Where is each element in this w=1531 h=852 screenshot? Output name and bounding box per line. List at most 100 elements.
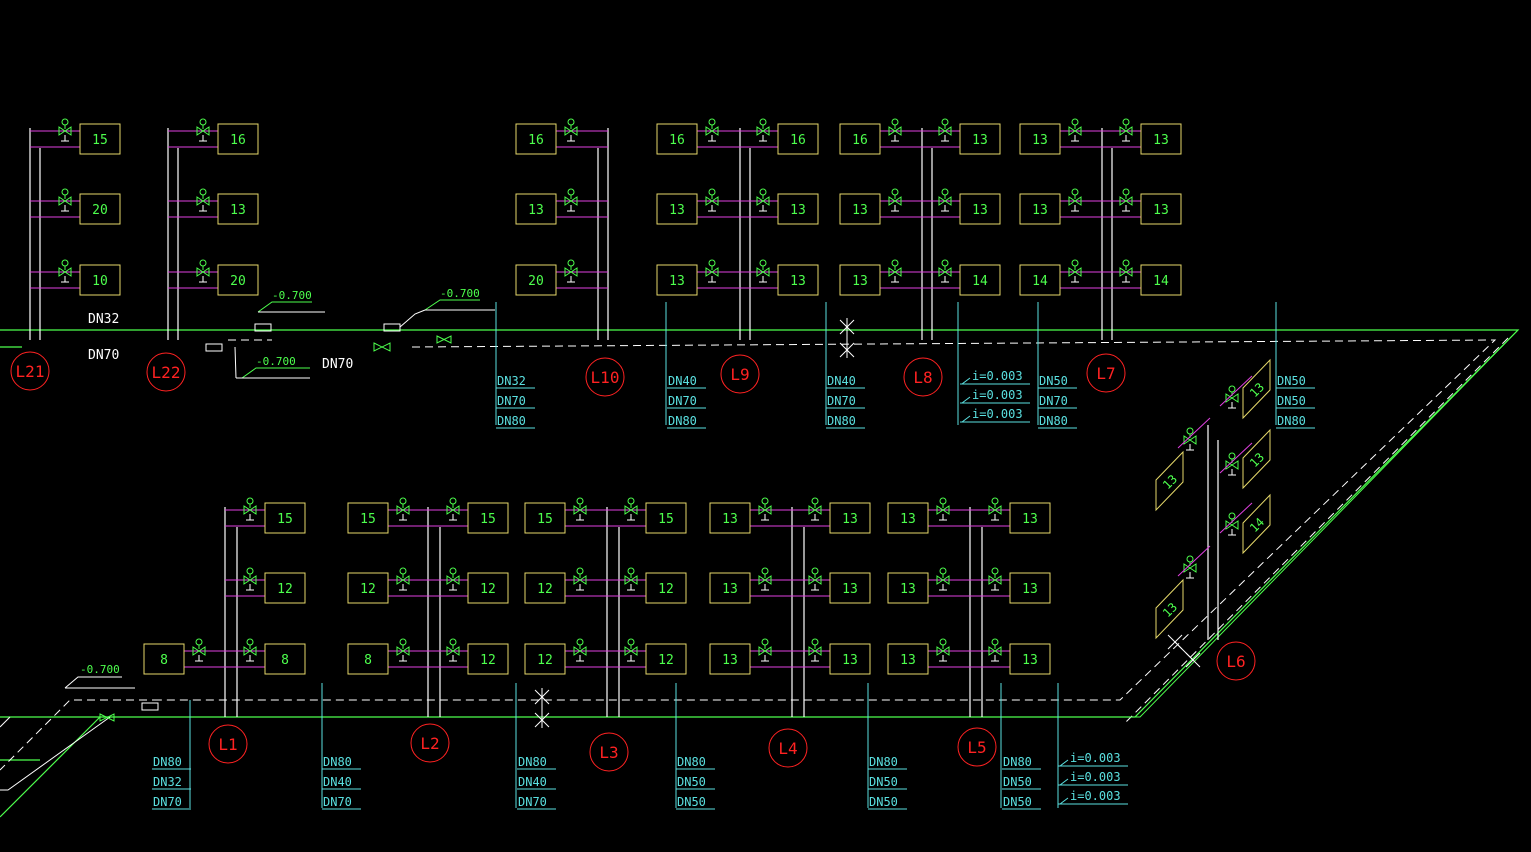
radiator-bottom: 13: [709, 643, 751, 675]
radiator-section-count: 12: [658, 653, 674, 668]
elevation-label-4: -0.700: [80, 663, 120, 676]
radiator-valve: [938, 188, 952, 212]
pipe-size-text: DN50: [1003, 775, 1032, 789]
loop-label-text: L6: [1226, 652, 1245, 671]
pipe-size-text: DN40: [827, 374, 856, 388]
radiator-valve: [192, 638, 206, 662]
radiator-top: 16: [217, 123, 259, 155]
loop-label-text: L1: [218, 735, 237, 754]
slope-annotation: i=0.003: [960, 369, 1030, 385]
radiator-body: [143, 643, 185, 675]
radiator-section-count: 16: [669, 133, 685, 148]
slope-annotation: i=0.003: [960, 388, 1030, 404]
risers-layer: [29, 128, 1219, 717]
radiator-bottom: 12: [467, 572, 509, 604]
radiator-section-count: 13: [1153, 133, 1169, 148]
radiator-body: [656, 264, 698, 296]
slope-annotations-layer: i=0.003i=0.003i=0.003i=0.003i=0.003i=0.0…: [960, 369, 1128, 805]
radiator-top: 13: [1140, 193, 1182, 225]
radiator-diagonal: 13: [1242, 358, 1271, 420]
radiator-body: [656, 193, 698, 225]
branch-diagonal: [1177, 545, 1211, 577]
radiator-valve: [988, 638, 1002, 662]
radiator-top: 13: [1019, 193, 1061, 225]
radiator-body: [524, 502, 566, 534]
radiator-valve: [936, 567, 950, 591]
radiator-valve: [446, 497, 460, 521]
radiator-top: 16: [515, 123, 557, 155]
loop-label-text: L3: [599, 743, 618, 762]
radiator-valve: [1119, 259, 1133, 283]
radiator-valve: [1068, 259, 1082, 283]
radiator-body: [1140, 123, 1182, 155]
radiator-section-count: 13: [842, 582, 858, 597]
radiator-valve: [988, 497, 1002, 521]
radiator-valve: [808, 638, 822, 662]
radiator-section-count: 20: [528, 274, 544, 289]
radiator-top: 13: [656, 264, 698, 296]
pipe-size-text: DN80: [497, 414, 526, 428]
branches-layer: [30, 118, 1253, 668]
pipe-size-text: DN50: [1277, 394, 1306, 408]
radiator-top: 20: [79, 193, 121, 225]
radiator-section-count: 13: [1247, 380, 1267, 400]
radiator-valve: [888, 259, 902, 283]
radiator-body: [515, 123, 557, 155]
radiator-body: [467, 643, 509, 675]
pipe-size-text: DN50: [677, 775, 706, 789]
radiator-bottom: 12: [264, 572, 306, 604]
radiator-section-count: 12: [480, 653, 496, 668]
radiator-valve: [1068, 188, 1082, 212]
radiator-bottom: 8: [143, 643, 185, 675]
pipe-label-mid-return: DN70: [322, 357, 353, 372]
slope-text: i=0.003: [1070, 751, 1121, 765]
radiator-body: [1009, 502, 1051, 534]
radiator-valve: [624, 497, 638, 521]
pipe-size-text: DN80: [827, 414, 856, 428]
radiator-section-count: 13: [852, 274, 868, 289]
radiator-bottom: 12: [524, 643, 566, 675]
loop-l5: L5: [957, 727, 997, 767]
loop-label-text: L22: [152, 363, 181, 382]
radiator-section-count: 15: [92, 133, 108, 148]
radiator-section-count: 12: [537, 653, 553, 668]
radiator-section-count: 13: [972, 203, 988, 218]
pipe-size-text: DN32: [153, 775, 182, 789]
radiator-body: [656, 123, 698, 155]
radiator-bottom: 15: [645, 502, 687, 534]
pipe-size-text: DN70: [497, 394, 526, 408]
radiator-top: 13: [1019, 123, 1061, 155]
loop-label-text: L8: [913, 368, 932, 387]
radiator-valve: [808, 497, 822, 521]
radiator-section-count: 12: [277, 582, 293, 597]
radiator-section-count: 13: [972, 133, 988, 148]
radiator-top: 13: [777, 193, 819, 225]
radiator-section-count: 13: [722, 582, 738, 597]
loop-l10: L10: [585, 357, 625, 397]
pipe-size-text: DN70: [668, 394, 697, 408]
radiator-top: 16: [839, 123, 881, 155]
radiator-valve: [396, 497, 410, 521]
pipe-size-text: DN50: [1277, 374, 1306, 388]
loop-label-text: L4: [778, 739, 797, 758]
radiator-section-count: 15: [360, 512, 376, 527]
radiator-valve: [243, 497, 257, 521]
radiator-body: [264, 502, 306, 534]
loop-label-text: L9: [730, 365, 749, 384]
radiator-bottom: 13: [887, 572, 929, 604]
radiator-valve: [758, 567, 772, 591]
pipe-size-text: DN70: [827, 394, 856, 408]
radiator-section-count: 20: [230, 274, 246, 289]
radiator-section-count: 13: [842, 512, 858, 527]
loop-label-text: L10: [591, 368, 620, 387]
elevation-label-2: -0.700: [440, 287, 480, 300]
radiator-bottom: 13: [1009, 502, 1051, 534]
radiator-body: [79, 123, 121, 155]
radiator-bottom: 12: [467, 643, 509, 675]
radiator-section-count: 15: [480, 512, 496, 527]
size-stacks-layer: DN32DN70DN80DN40DN70DN80DN40DN70DN80DN50…: [152, 302, 1315, 810]
radiator-section-count: 15: [658, 512, 674, 527]
